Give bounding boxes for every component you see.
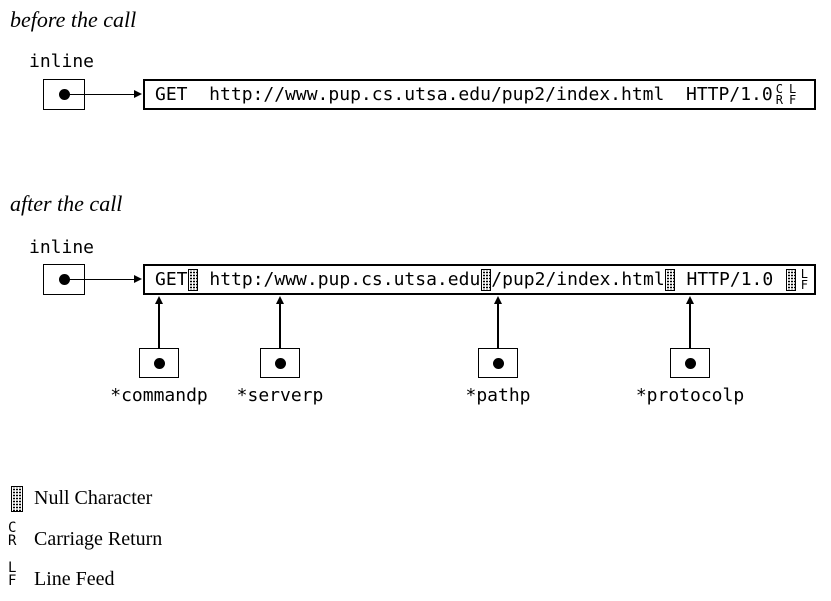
serverp-pointer-box xyxy=(260,348,300,378)
string-text: GET xyxy=(155,268,188,290)
string-text: GET http://www.pup.cs.utsa.edu/pup2/inde… xyxy=(155,83,773,105)
carriage-return-char: C xyxy=(775,81,783,96)
commandp-arrow-line xyxy=(158,303,160,363)
pathp-label: *pathp xyxy=(465,385,531,406)
lf-char-top: L xyxy=(8,560,17,576)
pointer-dot xyxy=(492,357,504,369)
pathp-pointer-box xyxy=(478,348,518,378)
protocolp-pointer-box xyxy=(670,348,710,378)
legend-cr-label: Carriage Return xyxy=(34,528,163,550)
legend-null-label: Null Character xyxy=(34,487,153,509)
after-pointer-arrow-line xyxy=(64,278,134,280)
null-character-symbol xyxy=(10,486,23,512)
legend-lf-label: Line Feed xyxy=(34,568,115,590)
after-inline-label: inline xyxy=(29,237,95,258)
carriage-return-symbol: C R xyxy=(8,520,17,549)
line-feed-char: L xyxy=(800,266,808,281)
before-inline-label: inline xyxy=(29,51,95,72)
protocolp-arrowhead xyxy=(686,296,694,304)
before-string-box: GET http://www.pup.cs.utsa.edu/pup2/inde… xyxy=(143,79,816,110)
lf-char-bottom: F xyxy=(8,573,17,589)
pointer-dot xyxy=(274,357,286,369)
commandp-pointer-box xyxy=(139,348,179,378)
pathp-arrowhead xyxy=(494,296,502,304)
line-feed-char: F xyxy=(800,277,808,292)
null-character-symbol xyxy=(786,268,797,291)
commandp-arrowhead xyxy=(155,296,163,304)
cr-char-top: C xyxy=(8,520,17,536)
serverp-arrow-line xyxy=(279,303,281,363)
pointer-dot xyxy=(684,357,696,369)
string-text: /pup2/index.html xyxy=(491,268,665,290)
line-feed-char: F xyxy=(788,92,797,107)
line-feed-char: L xyxy=(788,81,797,96)
serverp-arrowhead xyxy=(276,296,284,304)
null-character-symbol xyxy=(480,268,491,291)
serverp-label: *serverp xyxy=(236,385,324,406)
after-string-box: GET http:/www.pup.cs.utsa.edu/pup2/index… xyxy=(143,264,816,295)
null-character-symbol xyxy=(665,268,676,291)
pathp-arrow-line xyxy=(497,303,499,363)
pointer-dot xyxy=(153,357,165,369)
before-pointer-arrow-line xyxy=(64,93,134,95)
commandp-label: *commandp xyxy=(110,385,208,406)
string-text: HTTP/1.0 xyxy=(675,268,774,290)
carriage-return-char: R xyxy=(775,92,783,107)
before-title: before the call xyxy=(10,7,137,32)
protocolp-label: *protocolp xyxy=(635,385,745,406)
before-pointer-arrowhead xyxy=(134,90,142,98)
cr-char-bottom: R xyxy=(8,533,17,549)
after-title: after the call xyxy=(10,191,123,216)
string-text: http:/www.pup.cs.utsa.edu xyxy=(198,268,481,290)
line-feed-symbol: L F xyxy=(8,560,17,589)
after-pointer-arrowhead xyxy=(134,275,142,283)
protocolp-arrow-line xyxy=(689,303,691,363)
null-character-symbol xyxy=(188,268,199,291)
